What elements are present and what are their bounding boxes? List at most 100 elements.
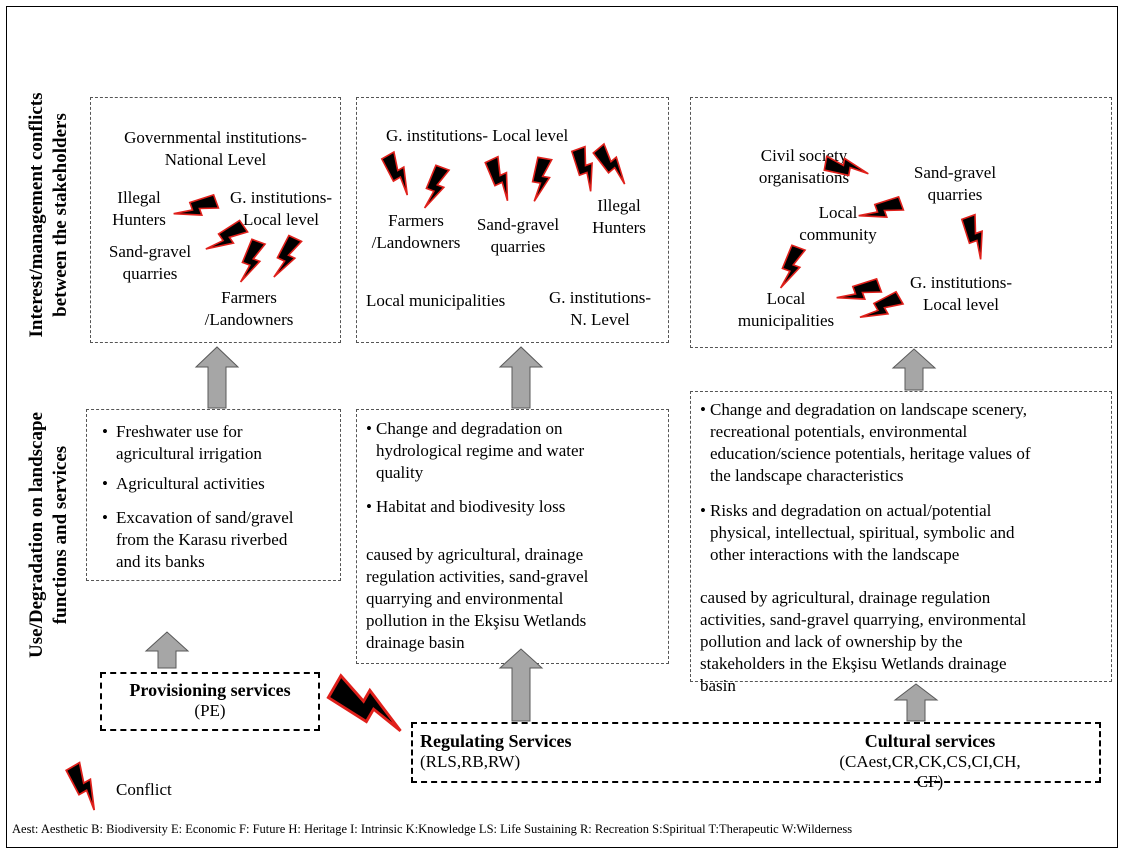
conflict-box-regulating [356,97,669,343]
bullet-line: Freshwater use for [116,422,243,441]
caused-by-line: basin [700,676,736,695]
bullet-line: Habitat and biodivesity loss [376,497,566,516]
stakeholder-cul-sand-gravel-line1: Sand-gravel [913,163,997,182]
stakeholder-cul-sand-gravel-line2: quarries [927,185,983,204]
stakeholder-gov-national: Governmental institutions- National Leve… [98,127,333,171]
conflict-bolt-icon [859,290,905,319]
regulating-services-label: Regulating Services (RLS,RB,RW) [420,731,571,772]
stakeholder-g-inst-local-line2: Local level [243,210,319,229]
conflict-bolt-icon [960,213,983,260]
caused-by-line: stakeholders in the Ekşisu Wetlands drai… [700,654,1007,673]
caused-by-line: caused by agricultural, drainage [366,545,584,564]
stakeholder-illegal-hunters: Illegal Hunters [104,187,174,231]
stakeholder-cul-local-community-line1: Local [818,203,858,222]
caused-by-line: pollution in the Ekşisu Wetlands [366,611,587,630]
stakeholder-reg-g-inst-national-line2: N. Level [570,310,630,329]
conflict-bolt-icon [380,150,409,196]
stakeholder-cul-g-inst-local: G. institutions- Local level [898,272,1024,316]
bullet-line: Change and degradation on landscape scen… [710,400,1028,419]
caused-by-line: pollution and lack of ownership by the [700,632,963,651]
cultural-services-title: Cultural services [864,731,996,751]
legend-conflict-text: Conflict [116,780,172,799]
stakeholder-reg-sand-gravel: Sand-gravel quarries [468,214,568,258]
caused-by-line: caused by agricultural, drainage regulat… [700,588,991,607]
figure-frame [6,6,1118,848]
bullet-dot: • [102,474,108,493]
bullet-dot: • [102,422,108,441]
conflict-bolt-icon [779,244,807,289]
stakeholder-cul-g-inst-local-line1: G. institutions- [909,273,1012,292]
provisioning-services-codes: (PE) [194,701,226,720]
conflict-bolt-icon [173,193,220,216]
stakeholder-g-inst-local-line1: G. institutions- [229,188,332,207]
stakeholder-reg-local-municipalities: Local municipalities [366,290,505,312]
stakeholder-farmers-line2: /Landowners [204,310,294,329]
bullet-line: physical, intellectual, spiritual, symbo… [710,523,1015,542]
degradation-prov-bullet-1: • Freshwater use for agricultural irriga… [102,421,262,465]
conflict-box-provisioning [90,97,341,343]
bullet-line: the landscape characteristics [710,466,904,485]
stakeholder-reg-sand-gravel-line1: Sand-gravel [476,215,560,234]
bullet-dot: • [700,400,706,419]
bullet-dot: • [700,501,706,520]
legend-abbreviations: Aest: Aesthetic B: Biodiversity E: Econo… [12,822,852,837]
stakeholder-reg-illegal-hunters-line2: Hunters [592,218,646,237]
arrows-layer [144,346,939,722]
arrow-cultural-degradation-to-conflict [891,348,937,391]
stakeholder-cul-local-municipalities: Local municipalities [730,288,842,332]
stakeholder-reg-illegal-hunters: Illegal Hunters [586,195,652,239]
degradation-reg-bullet-2: • Habitat and biodivesity loss [366,496,566,518]
stakeholder-g-inst-local: G. institutions- Local level [218,187,344,231]
conflict-bolt-icon [823,155,869,177]
stakeholder-gov-national-line1: Governmental institutions- [124,128,307,147]
conflict-bolts-layer [65,142,983,811]
stakeholder-reg-illegal-hunters-line1: Illegal [597,196,641,215]
stakeholder-reg-sand-gravel-line2: quarries [490,237,546,256]
arrow-regulating-to-degradation [498,648,544,722]
conflict-box-cultural [690,97,1112,348]
bullet-line: education/science potentials, heritage v… [710,444,1031,463]
bullet-line: recreational potentials, environmental [710,422,968,441]
caused-by-line: quarrying and environmental [366,589,564,608]
conflict-bolt-icon [239,238,267,283]
stakeholder-gov-national-line2: National Level [164,150,267,169]
legend-conflict-label: Conflict [116,779,172,801]
stakeholder-reg-farmers-line1: Farmers [388,211,444,230]
conflict-bolt-icon [836,277,883,300]
regulating-services-title: Regulating Services [420,731,572,751]
stakeholder-reg-g-inst-national-line1: G. institutions- [548,288,651,307]
conflict-bolt-icon [205,219,249,250]
stakeholder-reg-g-inst-local-label: G. institutions- Local level [386,126,569,145]
stakeholder-farmers: Farmers /Landowners [196,287,302,331]
bullet-line: agricultural irrigation [116,444,262,463]
bullet-line: quality [376,463,424,482]
arrow-cultural-to-degradation [893,683,939,722]
bullet-line: other interactions with the landscape [710,545,960,564]
arrow-regulating-degradation-to-conflict [498,346,544,409]
stakeholder-cul-local-community-line2: community [799,225,877,244]
stakeholder-reg-local-municipalities-label: Local municipalities [366,291,506,310]
bullet-line: from the Karasu riverbed [116,530,288,549]
service-box-provisioning: Provisioning services (PE) [100,672,320,731]
bullet-line: and its banks [116,552,205,571]
bullet-dot: • [102,508,108,527]
arrow-provisioning-to-degradation [144,631,190,669]
degradation-prov-bullet-2: • Agricultural activities [102,473,265,495]
stakeholder-cul-civil-society-line2: organisations [758,168,850,187]
stakeholder-reg-farmers-line2: /Landowners [371,233,461,252]
conflict-bolt-icon [423,164,451,209]
stakeholder-cul-local-municipalities-line1: Local [766,289,806,308]
stakeholder-cul-local-community: Local community [788,202,888,246]
degradation-box-provisioning [86,409,341,581]
bullet-line: Risks and degradation on actual/potentia… [710,501,992,520]
conflict-bolt-icon [858,195,905,218]
bullet-dot: • [366,419,372,438]
stakeholder-sand-gravel-line1: Sand-gravel [108,242,192,261]
caused-by-line: regulation activities, sand-gravel [366,567,589,586]
degradation-cul-caused-by: caused by agricultural, drainage regulat… [700,587,1026,697]
degradation-prov-bullet-3: • Excavation of sand/gravel from the Kar… [102,507,294,573]
conflict-bolt-icon [326,673,402,733]
degradation-box-cultural [690,391,1112,682]
conflict-bolt-icon [592,142,626,185]
stakeholder-illegal-hunters-line1: Illegal [117,188,161,207]
